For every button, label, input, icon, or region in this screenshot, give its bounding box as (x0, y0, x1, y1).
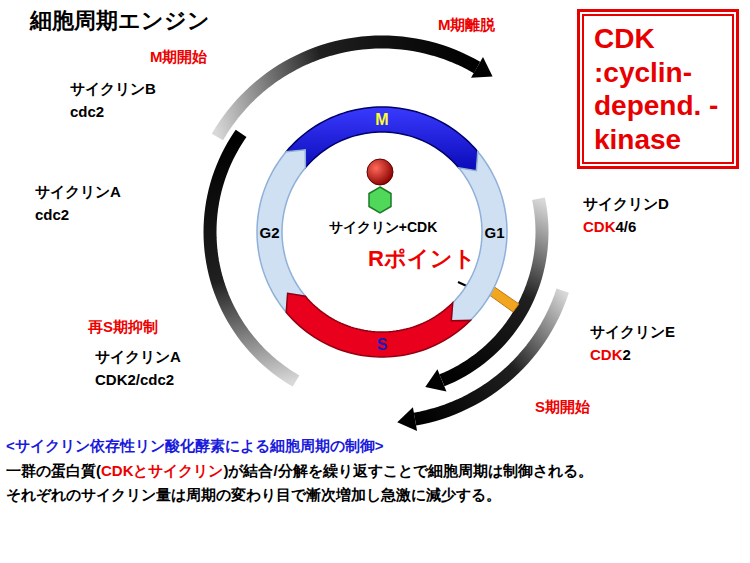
annotation-label: それぞれのサイクリン量は周期の変わり目で漸次増加し急激に減少する。 (6, 486, 501, 504)
annotation-label: サイクリンA (35, 183, 121, 201)
band-outline (257, 150, 305, 313)
cyclin-ball (367, 159, 393, 185)
annotation-label: M期開始 (150, 48, 208, 66)
phase-label: M (375, 111, 388, 129)
annotation-label: M期離脱 (438, 16, 496, 34)
label-part: CDK (590, 346, 623, 363)
phase-label: G2 (259, 224, 279, 241)
phase-band: S (284, 291, 473, 359)
band-outline (286, 107, 478, 171)
definition-box: CDK :cyclin- depend. -kinase (578, 10, 738, 168)
label-part: 2 (623, 346, 631, 363)
phase-band: G2 (255, 147, 308, 315)
arrow-head (425, 369, 446, 391)
annotation-label: サイクリンB (70, 80, 156, 98)
label-part: CDK (583, 218, 616, 235)
band-outline (451, 152, 507, 321)
cdk-hexagon (369, 187, 391, 213)
annotation-label: サイクリンD (583, 195, 669, 213)
arrow-head (397, 407, 417, 431)
annotation-label: cdc2 (70, 103, 104, 121)
annotation-label: 再S期抑制 (88, 318, 158, 336)
label-part: 一群の蛋白質( (6, 462, 101, 479)
annotation-label: CDK2 (590, 346, 631, 364)
label-part: 4/6 (616, 218, 637, 235)
annotation-label: cdc2 (35, 206, 69, 224)
annotation-label: サイクリンE (590, 323, 675, 341)
phase-label: S (377, 336, 388, 354)
annotation-label: Rポイント (368, 246, 476, 272)
phase-label: G1 (484, 224, 504, 241)
band-outline (286, 293, 470, 357)
annotation-label: CDK2/cdc2 (95, 371, 174, 389)
annotation-label: S期開始 (535, 398, 590, 416)
label-part: )が結合/分解を繰り返すことで細胞周期は制御される。 (224, 462, 593, 479)
label-part: CDKとサイクリン (101, 462, 224, 479)
annotation-label: CDK4/6 (583, 218, 636, 236)
phase-band: M (284, 105, 480, 173)
annotation-label: サイクリン+CDK (329, 219, 438, 236)
phase-band: G1 (449, 149, 509, 323)
title: 細胞周期エンジン (30, 8, 210, 34)
annotation-label: サイクリンA (95, 348, 181, 366)
outer-arrows (210, 42, 563, 431)
center-icon (367, 159, 393, 213)
caption: <サイクリン依存性リン酸化酵素による細胞周期の制御> (6, 437, 384, 455)
definition-text: CDK :cyclin- depend. -kinase (594, 22, 722, 156)
annotation-label: 一群の蛋白質(CDKとサイクリン)が結合/分解を繰り返すことで細胞周期は制御され… (6, 462, 593, 480)
arrow-head (471, 57, 493, 78)
